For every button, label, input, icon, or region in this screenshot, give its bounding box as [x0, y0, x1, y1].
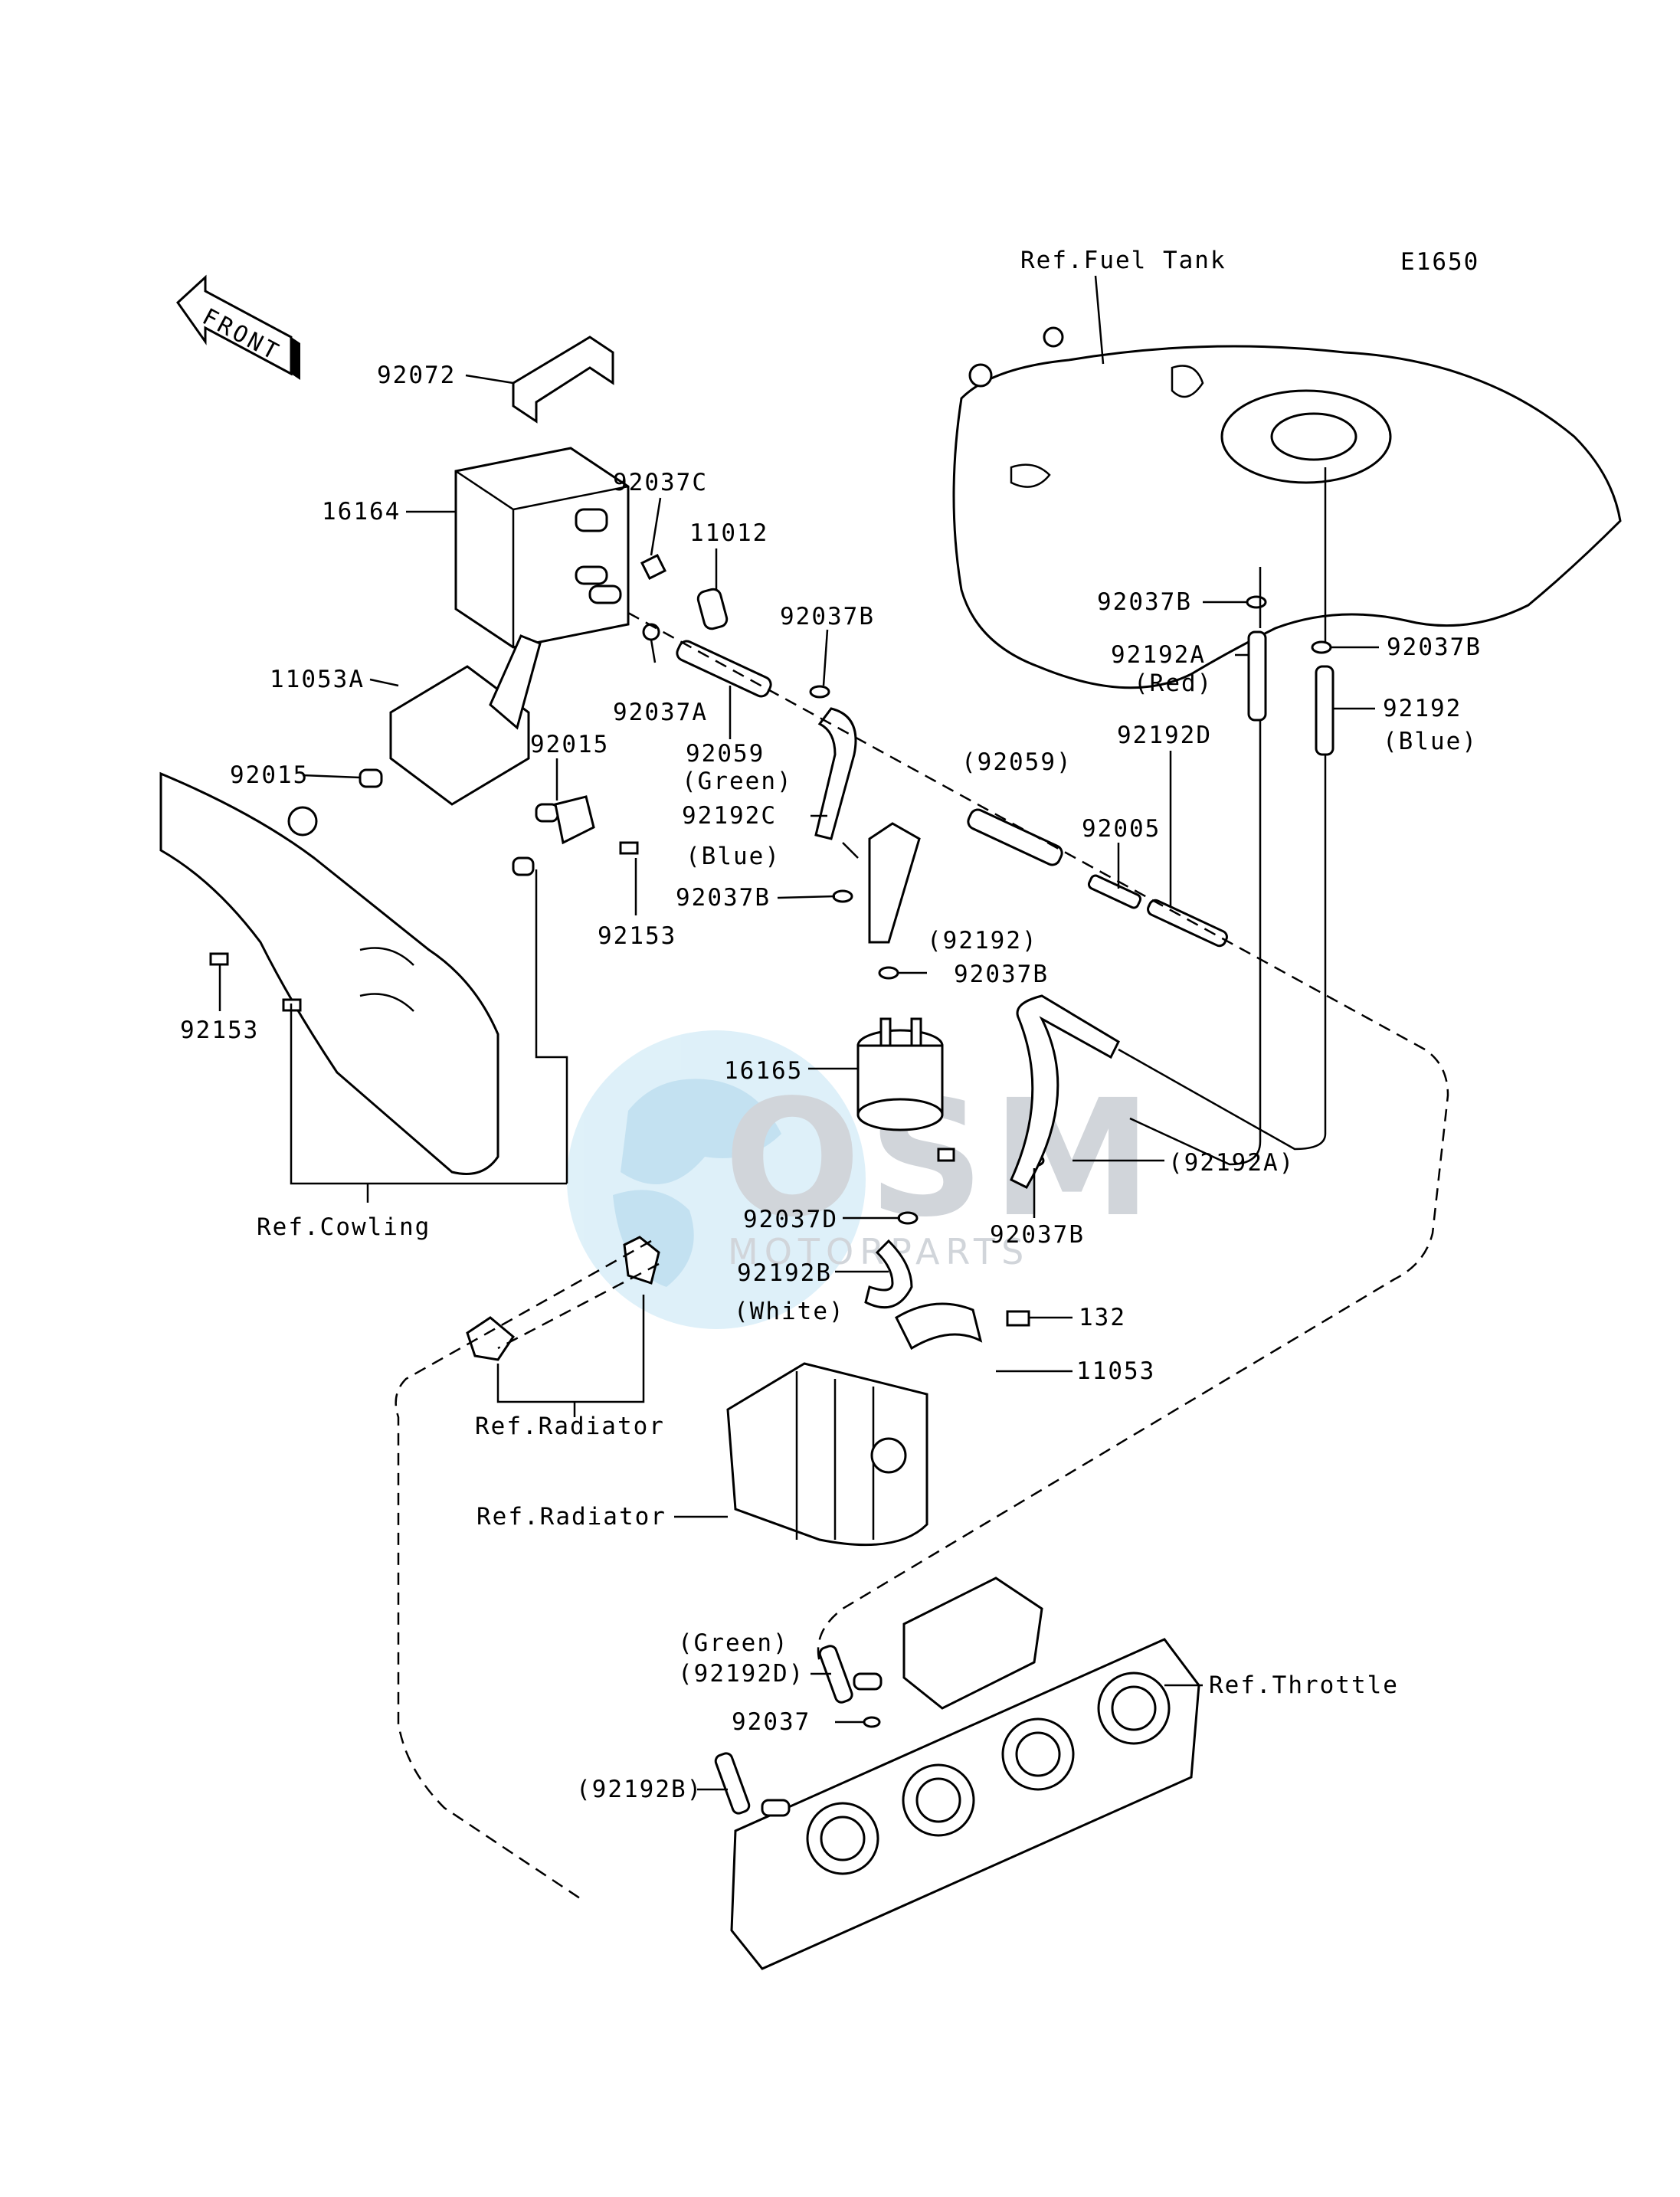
label-92192B: 92192B [737, 1259, 832, 1287]
label-green-2: (Green) [678, 1629, 789, 1657]
label-92192D-ref: (92192D) [678, 1660, 804, 1688]
hose-92059-green [676, 640, 772, 698]
label-92059-ref: (92059) [961, 748, 1073, 776]
hose-92192A-ref [1010, 994, 1120, 1189]
clamp-92037B-mid [832, 889, 853, 903]
label-92192-ref: (92192) [927, 927, 1038, 954]
label-ref-throttle: Ref.Throttle [1209, 1671, 1399, 1699]
clamp-92037B-c [878, 966, 899, 980]
label-ref-radiator-1: Ref.Radiator [475, 1413, 665, 1440]
hose-11012 [696, 588, 729, 630]
bolt-132 [1006, 1310, 1030, 1327]
label-red: (Red) [1134, 670, 1213, 697]
label-92037B-tank-left: 92037B [1097, 588, 1192, 616]
leader-lines [218, 374, 1379, 1791]
label-92037B-tank-right: 92037B [1387, 634, 1482, 661]
radiator-clip-lower [466, 1316, 515, 1361]
clamp-92037A [642, 623, 660, 641]
label-92037B-b: 92037B [676, 884, 771, 912]
hose-92059-ref [967, 808, 1063, 866]
fuel-tank [952, 326, 1622, 689]
hose-92192C-blue [814, 707, 857, 840]
band-92072 [512, 336, 614, 424]
label-11053: 11053 [1076, 1357, 1155, 1385]
part-labels: Ref.Fuel Tank E1650 92072 16164 92037C 1… [180, 247, 1482, 1803]
hose-92192D-ref [818, 1645, 853, 1704]
bracket-right [554, 795, 595, 845]
clamp-92037C [640, 553, 667, 581]
clip-92037 [863, 1716, 881, 1728]
label-92037B-d: 92037B [990, 1221, 1085, 1249]
label-ref-radiator-2: Ref.Radiator [476, 1503, 666, 1531]
label-92153-left: 92153 [180, 1017, 259, 1044]
label-blue-2: (Blue) [1383, 728, 1478, 755]
hose-92192A-red [1247, 630, 1267, 722]
radiator [726, 1362, 928, 1547]
routing-dashed-lines [395, 611, 1449, 1901]
label-132: 132 [1079, 1304, 1126, 1331]
label-green-1: (Green) [682, 768, 793, 795]
hose-92192-ref [868, 822, 921, 944]
label-92037D: 92037D [743, 1206, 838, 1233]
hose-92192D [1147, 899, 1228, 948]
label-92072: 92072 [377, 362, 456, 389]
label-92192D: 92192D [1117, 722, 1212, 749]
label-ref-cowling: Ref.Cowling [257, 1213, 431, 1241]
clamp-92037B-top [809, 685, 830, 699]
hose-92192B-white [864, 1239, 913, 1309]
bolt-92153-left [209, 952, 229, 966]
label-16164: 16164 [322, 498, 401, 526]
label-white: (White) [734, 1298, 845, 1325]
clamp-11053 [895, 1302, 983, 1351]
fitting-92005 [1087, 874, 1142, 909]
label-92037B-a: 92037B [780, 603, 875, 630]
label-92153-right: 92153 [598, 922, 676, 950]
clamp-92037B-tank-right [1311, 640, 1332, 654]
bolt-92153-right [619, 841, 639, 855]
label-11053A: 11053A [270, 666, 365, 693]
watermark-sub: MOTORPARTS [728, 1231, 1030, 1272]
hose-92192B-ref [714, 1752, 751, 1815]
label-92192A: 92192A [1111, 641, 1206, 669]
label-16165: 16165 [724, 1057, 803, 1085]
clamp-92037B-tank-left [1246, 595, 1267, 609]
label-92192: 92192 [1383, 695, 1462, 722]
throttle-body [730, 1577, 1200, 1970]
label-11012: 11012 [689, 519, 768, 547]
label-92015-right: 92015 [530, 731, 609, 758]
cowling [159, 771, 499, 1175]
label-92005: 92005 [1082, 815, 1161, 843]
label-92192B-ref: (92192B) [576, 1776, 702, 1803]
collar-lower [512, 856, 535, 876]
label-92192A-ref: (92192A) [1168, 1149, 1295, 1177]
collar-92015-right [535, 803, 559, 823]
collar-92015-left [359, 768, 383, 788]
separator-16165 [856, 1017, 955, 1162]
hose-92192-blue [1315, 665, 1335, 756]
label-blue-1: (Blue) [686, 843, 781, 870]
canister-16164 [454, 447, 630, 649]
label-92037B-c: 92037B [954, 961, 1049, 988]
label-92037A: 92037A [613, 699, 708, 726]
clamp-92037D [897, 1211, 919, 1225]
label-e1650: E1650 [1400, 248, 1479, 276]
front-arrow-icon: FRONT [176, 274, 300, 380]
label-92192C: 92192C [682, 802, 777, 830]
label-92037C: 92037C [613, 469, 708, 496]
label-92059: 92059 [686, 740, 765, 768]
bracket-11053A [389, 634, 542, 806]
label-ref-fuel-tank: Ref.Fuel Tank [1020, 247, 1226, 274]
radiator-clip-upper [623, 1236, 660, 1285]
label-92037: 92037 [732, 1708, 811, 1736]
label-92015-left: 92015 [230, 761, 309, 789]
